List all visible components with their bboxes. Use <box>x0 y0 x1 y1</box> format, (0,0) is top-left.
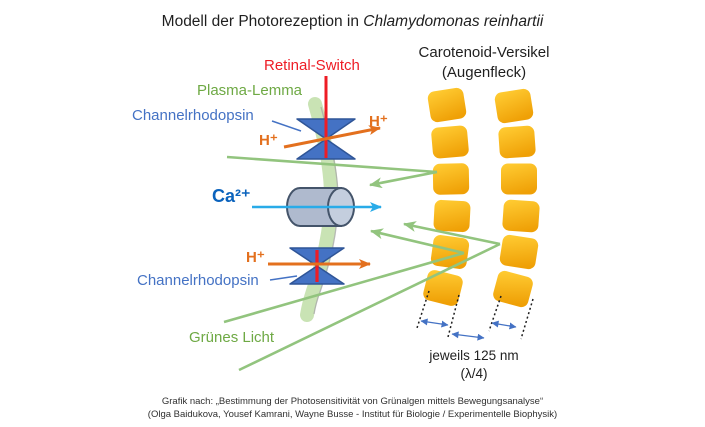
carotenoid-vesicle <box>502 199 540 233</box>
page-title: Modell der Photorezeption in Chlamydomon… <box>0 13 705 31</box>
channelrhodopsin-label-top: Channelrhodopsin <box>132 107 254 124</box>
dashed-guide <box>488 295 502 332</box>
measurement-caption-line2: (λ/4) <box>460 366 488 381</box>
title-species: Chlamydomonas reinhartii <box>363 13 544 30</box>
green-light-ray <box>223 251 465 324</box>
measure-arrow <box>420 318 449 328</box>
reflected-light-arrow <box>403 221 501 246</box>
measurement-caption: jeweils 125 nm (λ/4) <box>400 347 548 383</box>
measure-arrow <box>451 331 485 341</box>
h-plus-label-bottom: H⁺ <box>246 249 265 266</box>
carotenoid-vesicle <box>427 87 467 123</box>
carotenoid-heading-line2: (Augenfleck) <box>441 64 527 81</box>
carotenoid-vesicle <box>433 199 471 233</box>
retinal-switch-label: Retinal-Switch <box>264 57 360 74</box>
carotenoid-vesicle <box>423 270 463 306</box>
credit-line2: (Olga Baidukova, Yousef Kamrani, Wayne B… <box>147 409 558 420</box>
carotenoid-vesicle-column-2 <box>493 88 540 308</box>
h-plus-label-top-right: H⁺ <box>369 113 388 130</box>
calcium-label: Ca²⁺ <box>212 186 251 206</box>
green-light-ray <box>226 155 438 174</box>
carotenoid-vesicle <box>498 125 536 159</box>
carotenoid-vesicle <box>494 88 534 124</box>
measurement-caption-line1: jeweils 125 nm <box>429 348 519 363</box>
channelrhodopsin-label-bottom: Channelrhodopsin <box>137 272 259 289</box>
plasma-lemma-label: Plasma-Lemma <box>197 82 303 99</box>
green-light-ray <box>238 242 501 372</box>
carotenoid-vesicle <box>493 270 533 308</box>
dashed-guide <box>416 290 430 329</box>
carotenoid-vesicle-column-1 <box>423 87 471 306</box>
credit-line1: Grafik nach: „Bestimmung der Photosensit… <box>161 396 544 407</box>
carotenoid-heading: Carotenoid-Versikel (Augenfleck) <box>398 43 570 83</box>
carotenoid-vesicle <box>432 163 470 195</box>
carotenoid-heading-line1: Carotenoid-Versikel <box>418 44 550 61</box>
h-plus-label-top-left: H⁺ <box>259 132 278 149</box>
credit-note: Grafik nach: „Bestimmung der Photosensit… <box>0 395 705 421</box>
title-prefix: Modell der Photorezeption in <box>161 13 364 30</box>
carotenoid-vesicle <box>499 234 539 270</box>
measure-arrow <box>491 320 517 330</box>
gruenes-licht-label: Grünes Licht <box>189 329 275 346</box>
carotenoid-vesicle <box>431 125 469 159</box>
label-pointer-bottom <box>269 275 298 281</box>
label-pointer-top <box>271 120 302 132</box>
proton-flow-arrow-top <box>283 125 381 149</box>
reflected-light-arrow <box>370 228 465 255</box>
carotenoid-vesicle <box>501 163 537 195</box>
reflected-light-arrow <box>369 170 438 189</box>
